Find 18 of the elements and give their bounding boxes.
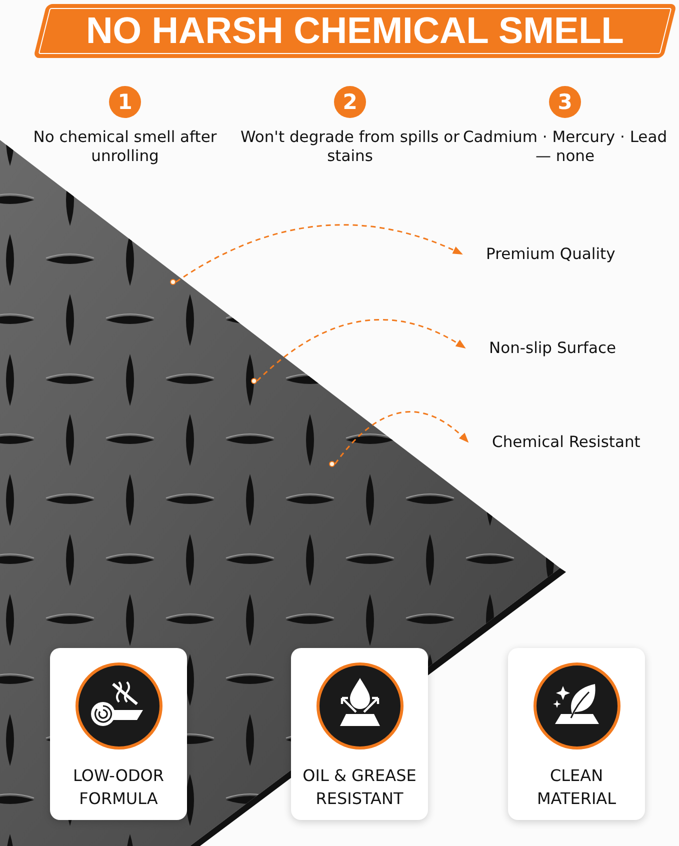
feature-card — [508, 648, 645, 820]
feature-card — [291, 648, 428, 820]
number-badge: 3 — [549, 86, 581, 118]
card-label: LOW-ODOR FORMULA — [72, 765, 165, 810]
callout-label: Chemical Resistant — [492, 433, 640, 451]
callout-label: Non-slip Surface — [489, 339, 616, 357]
leader-line — [256, 318, 466, 382]
card-label: CLEAN MATERIAL — [536, 765, 618, 810]
feature-card — [50, 648, 187, 820]
number-badge: 1 — [109, 86, 141, 118]
feature-description: No chemical smell after unrolling — [32, 128, 218, 166]
callout-label: Premium Quality — [486, 245, 616, 263]
title-text: NO HARSH CHEMICAL SMELL — [86, 10, 624, 52]
leader-line — [334, 411, 469, 464]
leader-line — [176, 224, 463, 283]
feature-description: Won't degrade from spills or stains — [240, 128, 460, 166]
card-label: OIL & GREASE RESISTANT — [302, 765, 418, 810]
number-badge: 2 — [334, 86, 366, 118]
